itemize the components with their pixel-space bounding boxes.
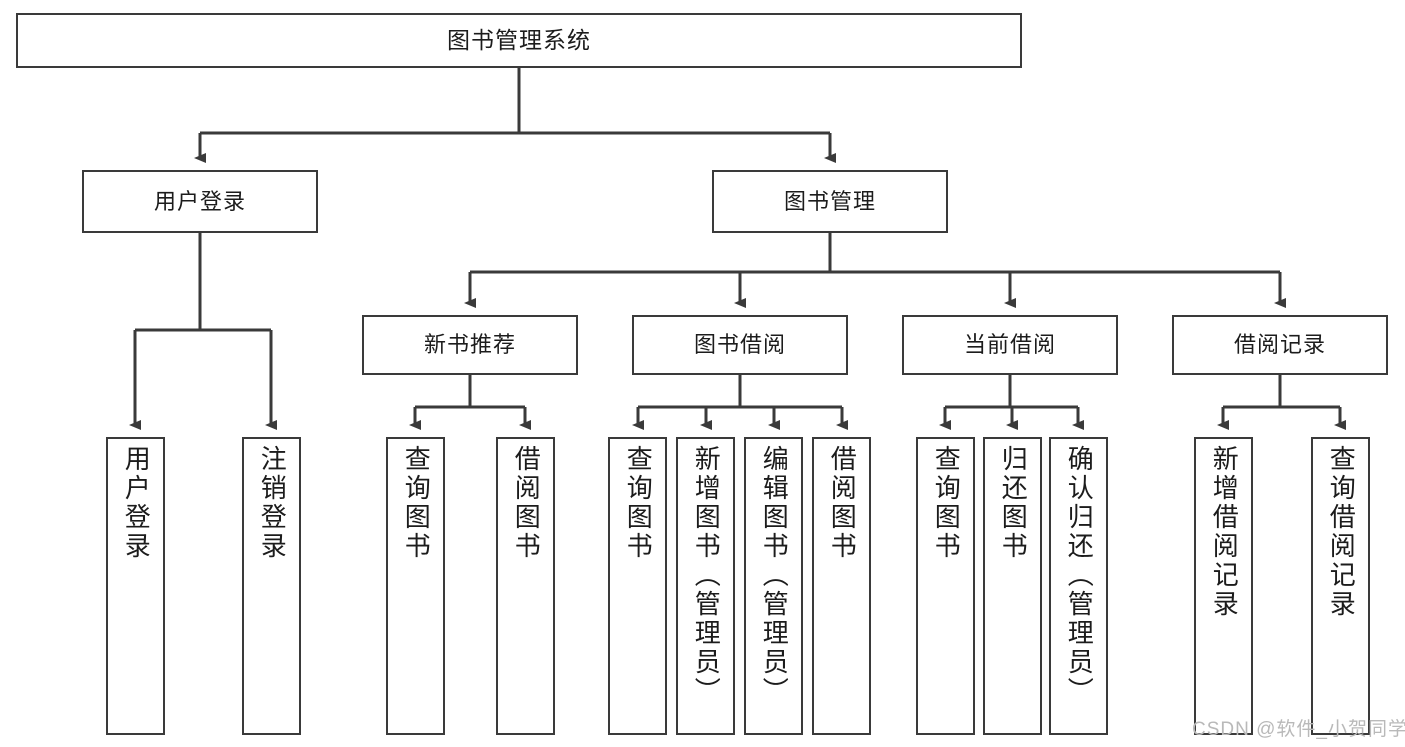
leaf-borrow-borrow-book[interactable]: 借阅图书 — [812, 437, 871, 735]
leaf-user-login[interactable]: 用户登录 — [106, 437, 165, 735]
node-label: 注销登录 — [257, 445, 288, 561]
node-label: 查询借阅记录 — [1326, 445, 1357, 619]
node-label: 查询图书 — [623, 445, 654, 561]
node-label: 借阅记录 — [1233, 332, 1326, 358]
node-borrow-record[interactable]: 借阅记录 — [1172, 315, 1388, 375]
leaf-record-add[interactable]: 新增借阅记录 — [1194, 437, 1253, 735]
node-user-login[interactable]: 用户登录 — [82, 170, 318, 233]
node-label: 确认归还（管理员） — [1064, 445, 1095, 706]
node-label: 新书推荐 — [423, 332, 516, 358]
node-book-borrow[interactable]: 图书借阅 — [632, 315, 848, 375]
leaf-recommend-borrow-book[interactable]: 借阅图书 — [496, 437, 555, 735]
node-label: 归还图书 — [998, 445, 1029, 561]
node-label: 新增借阅记录 — [1209, 445, 1240, 619]
node-root-system[interactable]: 图书管理系统 — [16, 13, 1022, 68]
leaf-recommend-query-book[interactable]: 查询图书 — [386, 437, 445, 735]
node-label: 编辑图书（管理员） — [759, 445, 790, 706]
leaf-borrow-query-book[interactable]: 查询图书 — [608, 437, 667, 735]
node-label: 借阅图书 — [827, 445, 858, 561]
node-label: 图书借阅 — [693, 332, 786, 358]
leaf-borrow-add-book[interactable]: 新增图书（管理员） — [676, 437, 735, 735]
leaf-current-return-book[interactable]: 归还图书 — [983, 437, 1042, 735]
node-label: 新增图书（管理员） — [691, 445, 722, 706]
leaf-record-query[interactable]: 查询借阅记录 — [1311, 437, 1370, 735]
node-book-management[interactable]: 图书管理 — [712, 170, 948, 233]
node-label: 查询图书 — [401, 445, 432, 561]
node-label: 图书管理系统 — [447, 26, 591, 53]
leaf-current-query-book[interactable]: 查询图书 — [916, 437, 975, 735]
node-label: 用户登录 — [153, 188, 246, 214]
node-label: 用户登录 — [121, 445, 152, 561]
node-label: 图书管理 — [783, 188, 876, 214]
node-label: 当前借阅 — [963, 332, 1056, 358]
leaf-user-logout[interactable]: 注销登录 — [242, 437, 301, 735]
node-label: 借阅图书 — [511, 445, 542, 561]
node-new-book-recommend[interactable]: 新书推荐 — [362, 315, 578, 375]
leaf-current-confirm-return[interactable]: 确认归还（管理员） — [1049, 437, 1108, 735]
leaf-borrow-edit-book[interactable]: 编辑图书（管理员） — [744, 437, 803, 735]
node-label: 查询图书 — [931, 445, 962, 561]
node-current-borrow[interactable]: 当前借阅 — [902, 315, 1118, 375]
